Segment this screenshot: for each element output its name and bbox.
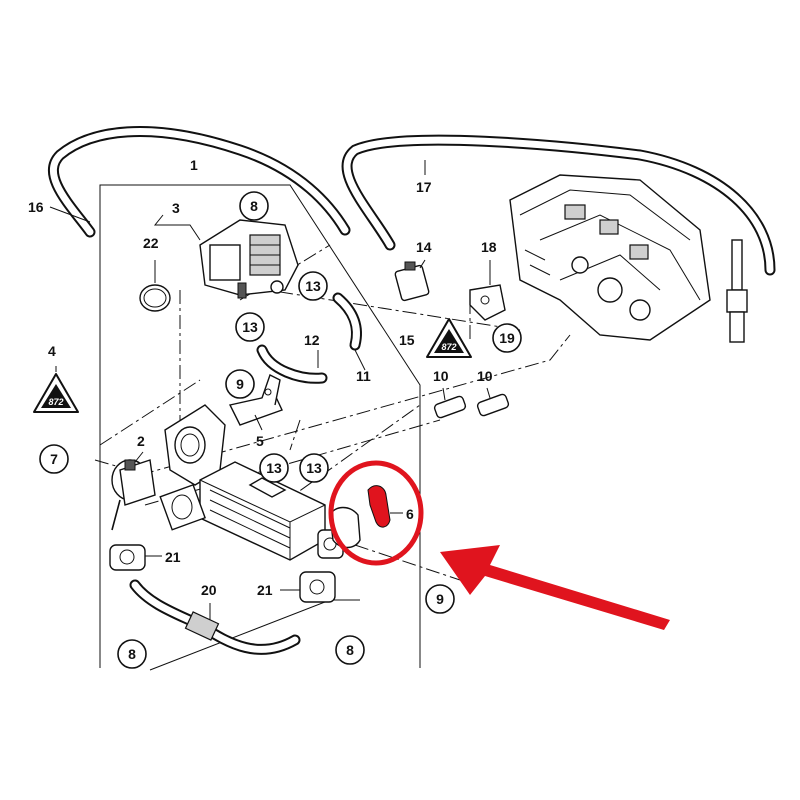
svg-text:13: 13 — [266, 460, 282, 476]
egr-valve — [199, 219, 299, 299]
pipe-20 — [129, 579, 301, 655]
label-16: 16 — [28, 199, 44, 215]
svg-text:13: 13 — [305, 278, 321, 294]
label-4: 4 — [48, 343, 56, 359]
svg-text:13: 13 — [306, 460, 322, 476]
sensor-bracket — [469, 284, 506, 321]
probe-sensor — [726, 239, 748, 343]
label-10-left: 10 — [433, 368, 449, 384]
highlight-circle — [328, 460, 424, 566]
svg-text:8: 8 — [346, 642, 354, 658]
egr-cooler — [159, 461, 326, 561]
vacuum-hose-17 — [341, 134, 776, 276]
callout-9-top: 9 — [225, 369, 255, 399]
callout-8-partial: 8 — [117, 639, 147, 669]
hose-11 — [332, 292, 362, 351]
callout-8-top: 8 — [239, 191, 269, 221]
callout-9-bottom: 9 — [425, 584, 455, 614]
label-15: 15 — [399, 332, 415, 348]
callout-19: 19 — [492, 323, 522, 353]
label-17: 17 — [416, 179, 432, 195]
warning-triangle-15: 872 — [426, 318, 472, 358]
cylinder-head — [509, 174, 711, 341]
sleeve-10-right — [476, 393, 510, 417]
pressure-sensor — [394, 261, 430, 302]
callout-8-bottom: 8 — [335, 635, 365, 665]
callout-13-c: 13 — [259, 453, 289, 483]
label-11: 11 — [356, 368, 371, 384]
callout-13-b: 13 — [235, 312, 265, 342]
label-5: 5 — [256, 433, 264, 449]
label-1: 1 — [190, 157, 198, 173]
label-6: 6 — [406, 506, 414, 522]
warning-triangle-4: 872 — [33, 373, 79, 413]
vacuum-hose-16 — [48, 126, 351, 238]
callout-7: 7 — [39, 444, 69, 474]
svg-text:8: 8 — [250, 198, 258, 214]
label-22: 22 — [143, 235, 159, 251]
svg-text:872: 872 — [441, 342, 456, 352]
svg-text:9: 9 — [436, 591, 444, 607]
label-12: 12 — [304, 332, 320, 348]
label-18: 18 — [481, 239, 497, 255]
callout-13-d: 13 — [299, 453, 329, 483]
svg-text:9: 9 — [236, 376, 244, 392]
label-21-left: 21 — [165, 549, 181, 565]
svg-text:8: 8 — [128, 646, 136, 662]
elbow-housing — [164, 404, 226, 486]
highlighted-gasket — [329, 485, 391, 549]
label-20: 20 — [201, 582, 217, 598]
gasket-21-right — [299, 571, 336, 603]
svg-text:13: 13 — [242, 319, 258, 335]
bracket — [228, 374, 283, 426]
highlight-arrow — [440, 545, 670, 630]
svg-text:7: 7 — [50, 451, 58, 467]
svg-text:872: 872 — [48, 397, 63, 407]
gasket-21-left — [109, 544, 146, 571]
label-3: 3 — [172, 200, 180, 216]
sleeve-10-left — [433, 395, 467, 419]
callout-13-a: 13 — [298, 271, 328, 301]
hose-12 — [256, 344, 328, 384]
svg-text:19: 19 — [499, 330, 515, 346]
vacuum-actuator — [111, 459, 156, 531]
label-21-right: 21 — [257, 582, 273, 598]
label-2: 2 — [137, 433, 145, 449]
label-10-right: 10 — [477, 368, 493, 384]
label-14: 14 — [416, 239, 432, 255]
